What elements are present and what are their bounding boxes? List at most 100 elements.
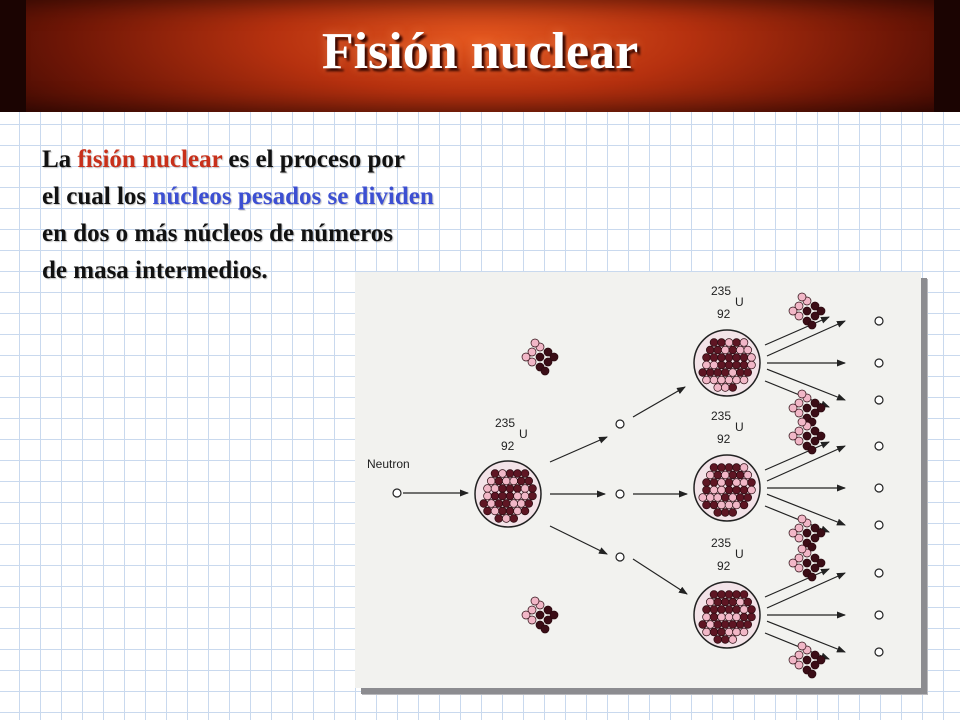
proton-particle bbox=[728, 635, 738, 644]
neutron-particle bbox=[709, 627, 719, 637]
neutron-particle bbox=[802, 431, 812, 441]
neutron-particle bbox=[505, 469, 515, 478]
neutron bbox=[874, 483, 884, 493]
proton-particle bbox=[509, 499, 519, 508]
neutron-particle bbox=[807, 572, 817, 582]
arrow bbox=[766, 368, 846, 401]
neutron-particle bbox=[535, 352, 545, 362]
neutron-particle bbox=[802, 528, 812, 538]
neutron-particle bbox=[717, 338, 726, 347]
proton-particle bbox=[717, 500, 726, 510]
neutron-particle bbox=[739, 353, 749, 362]
neutron-particle bbox=[513, 469, 522, 478]
neutron-particle bbox=[490, 491, 500, 501]
neutron-particle bbox=[736, 620, 745, 629]
neutron-particle bbox=[728, 508, 738, 517]
proton-particle bbox=[483, 484, 492, 493]
neutron-particle bbox=[802, 655, 812, 665]
neutron-particle bbox=[520, 469, 530, 478]
isotope-symbol: U bbox=[735, 547, 744, 561]
proton-particle bbox=[747, 360, 756, 370]
neutron-particle bbox=[524, 499, 534, 508]
neutron-particle bbox=[698, 620, 708, 629]
proton-particle bbox=[490, 506, 500, 516]
proton-particle bbox=[513, 491, 522, 501]
isotope-mass-number: 235 bbox=[711, 536, 731, 550]
neutron-particle bbox=[810, 650, 820, 660]
neutron-particle bbox=[479, 499, 488, 508]
neutron-particle bbox=[810, 426, 820, 436]
fragment-nucleus bbox=[788, 544, 826, 582]
text-segment: en dos o más núcleos de números bbox=[42, 220, 393, 247]
proton-particle bbox=[743, 345, 753, 355]
proton-particle bbox=[788, 431, 798, 441]
neutron-particle bbox=[728, 345, 738, 355]
neutron-particle bbox=[810, 533, 820, 543]
neutron-particle bbox=[717, 590, 726, 599]
proton-particle bbox=[490, 484, 500, 493]
neutron-particle bbox=[810, 563, 820, 573]
neutron bbox=[615, 552, 625, 562]
neutron-particle bbox=[739, 485, 749, 495]
isotope-atomic-number: 92 bbox=[717, 307, 731, 321]
neutron-particle bbox=[713, 368, 723, 377]
neutron-particle bbox=[739, 360, 749, 370]
neutron-particle bbox=[543, 605, 553, 615]
neutron-particle bbox=[743, 368, 753, 377]
proton-particle bbox=[794, 660, 804, 670]
proton-particle bbox=[797, 389, 807, 399]
neutron-particle bbox=[721, 597, 730, 607]
arrow bbox=[632, 386, 686, 418]
proton-particle bbox=[739, 605, 749, 614]
neutron-particle bbox=[747, 612, 756, 622]
neutron-particle bbox=[724, 360, 734, 370]
neutron-particle bbox=[494, 514, 504, 523]
neutron-particle bbox=[706, 345, 715, 355]
neutron-particle bbox=[747, 605, 756, 614]
proton-particle bbox=[483, 491, 492, 501]
proton-particle bbox=[794, 426, 804, 436]
proton-particle bbox=[702, 360, 711, 370]
neutron-particle bbox=[549, 610, 559, 620]
proton-particle bbox=[717, 612, 726, 622]
fragment-nucleus bbox=[788, 292, 826, 330]
neutron-particle bbox=[724, 463, 734, 472]
proton-particle bbox=[794, 523, 804, 533]
neutron-particle bbox=[502, 499, 511, 508]
neutron-particle bbox=[549, 352, 559, 362]
uranium-nucleus bbox=[693, 581, 761, 649]
neutron bbox=[874, 568, 884, 578]
neutron-particle bbox=[543, 615, 553, 625]
proton-particle bbox=[788, 558, 798, 568]
neutron-particle bbox=[702, 353, 711, 362]
proton-particle bbox=[520, 491, 530, 501]
arrow bbox=[766, 445, 846, 482]
neutron-particle bbox=[802, 306, 812, 316]
neutron-particle bbox=[717, 605, 726, 614]
neutron bbox=[874, 520, 884, 530]
neutron-particle bbox=[810, 408, 820, 418]
neutron bbox=[392, 488, 402, 498]
proton-particle bbox=[797, 514, 807, 524]
neutron-particle bbox=[810, 553, 820, 563]
proton-particle bbox=[788, 306, 798, 316]
neutron-particle bbox=[494, 499, 504, 508]
proton-particle bbox=[724, 375, 734, 385]
proton-particle bbox=[530, 338, 540, 348]
neutron-particle bbox=[810, 301, 820, 311]
neutron-particle bbox=[483, 506, 492, 516]
isotope-atomic-number: 92 bbox=[501, 439, 515, 453]
proton-particle bbox=[736, 597, 745, 607]
neutron-particle bbox=[810, 311, 820, 321]
neutron-particle bbox=[816, 431, 826, 441]
neutron-particle bbox=[732, 338, 741, 347]
proton-particle bbox=[724, 627, 734, 637]
proton-particle bbox=[487, 476, 496, 486]
proton-particle bbox=[794, 398, 804, 408]
neutron-particle bbox=[543, 347, 553, 357]
neutron-particle bbox=[732, 605, 741, 614]
neutron-particle bbox=[810, 523, 820, 533]
neutron-particle bbox=[724, 478, 734, 487]
neutron-particle bbox=[732, 463, 741, 472]
